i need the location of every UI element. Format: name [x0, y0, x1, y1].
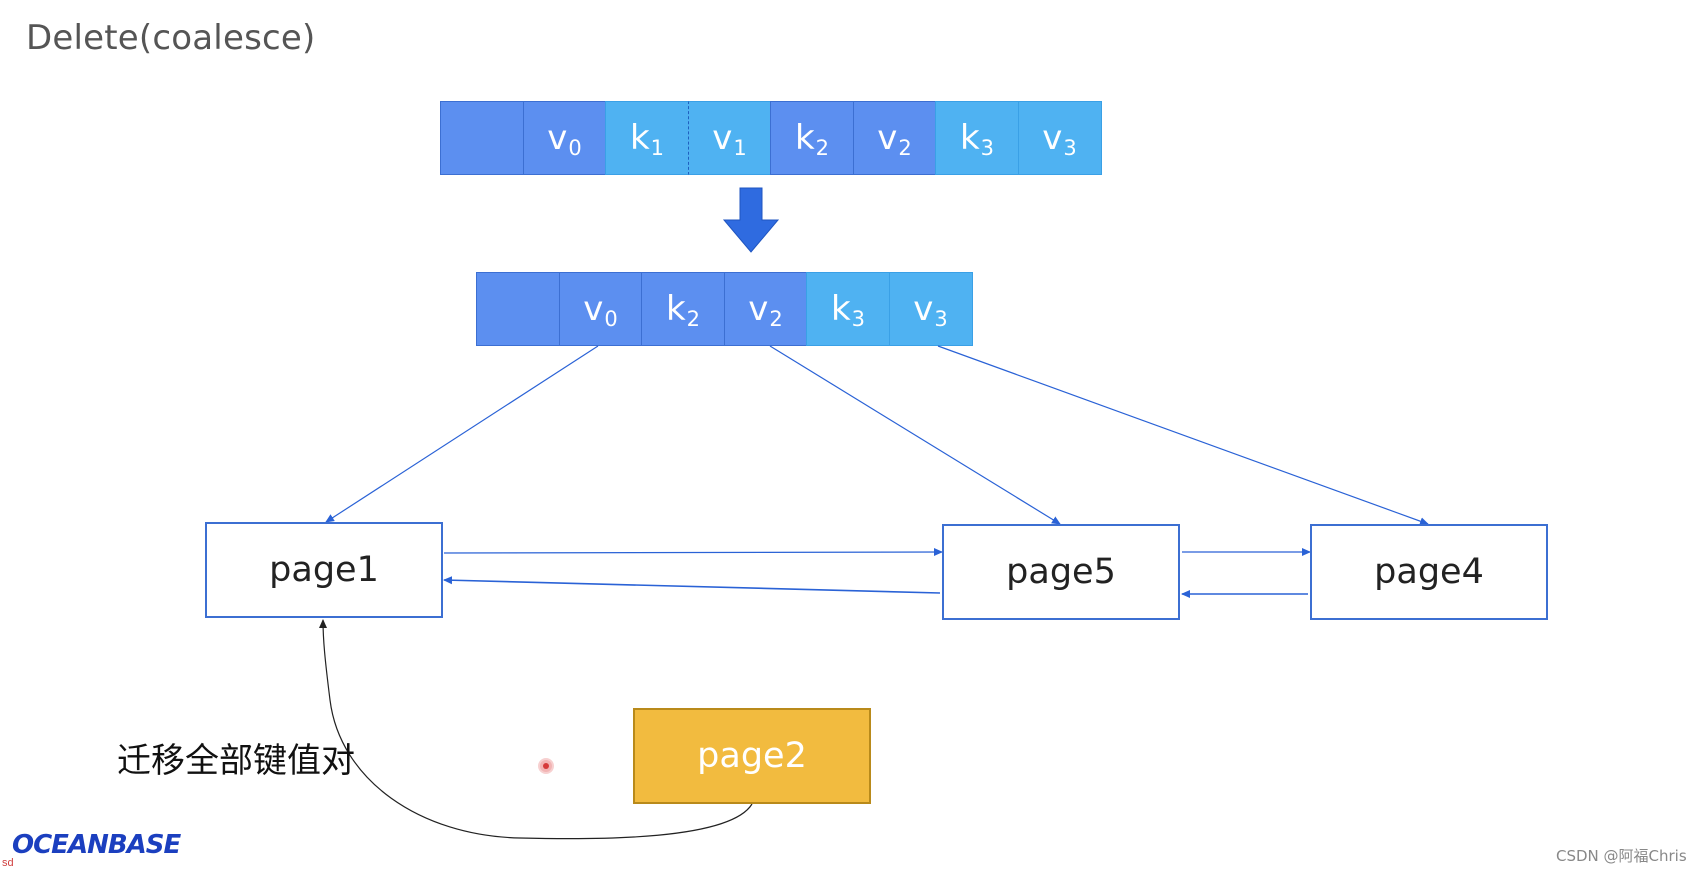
- pointer-v3-to-page4: [937, 345, 1429, 526]
- before-cell-empty: [440, 101, 524, 175]
- cell-symbol: k: [629, 118, 650, 158]
- cell-subscript: 2: [898, 136, 912, 160]
- cell-symbol: v: [547, 118, 568, 158]
- transform-down-arrow: [722, 187, 780, 253]
- cell-subscript: 1: [733, 136, 747, 160]
- link-page5-to-page1: [443, 576, 941, 594]
- cell-subscript: 2: [815, 136, 830, 160]
- oceanbase-logo: OCEANBASE: [12, 830, 181, 860]
- cell-symbol: v: [583, 289, 604, 329]
- cell-subscript: 3: [980, 136, 995, 160]
- after-cell-empty: [476, 272, 560, 346]
- cell-symbol: k: [830, 289, 851, 329]
- cell-symbol: k: [794, 118, 815, 158]
- cell-subscript: 0: [604, 307, 618, 331]
- pointer-v2-to-page5: [769, 345, 1061, 525]
- cell-symbol: k: [665, 289, 686, 329]
- cell-symbol: v: [1042, 118, 1063, 158]
- page-title: Delete(coalesce): [26, 18, 316, 58]
- cell-subscript: 1: [650, 136, 665, 160]
- watermark: CSDN @阿福Chris: [1556, 847, 1687, 865]
- corner-mark: sd: [2, 857, 14, 869]
- migrate-curve-page2-to-page1: [319, 619, 753, 840]
- page2-box: page2: [633, 708, 871, 804]
- cursor-indicator: [540, 760, 552, 772]
- cell-subscript: 2: [686, 307, 701, 331]
- pointer-v0-to-page1: [325, 345, 599, 523]
- migrate-label: 迁移全部键值对: [117, 741, 355, 781]
- cell-symbol: v: [712, 118, 733, 158]
- page4-box: page4: [1310, 524, 1548, 620]
- cell-symbol: v: [913, 289, 934, 329]
- cell-subscript: 0: [568, 136, 582, 160]
- cell-subscript: 3: [851, 307, 866, 331]
- cell-subscript: 2: [769, 307, 783, 331]
- link-page1-to-page5: [443, 548, 943, 557]
- cell-subscript: 3: [1063, 136, 1077, 160]
- cell-symbol: v: [877, 118, 898, 158]
- cell-symbol: k: [959, 118, 980, 158]
- page1-box: page1: [205, 522, 443, 618]
- cell-symbol: v: [748, 289, 769, 329]
- page5-box: page5: [942, 524, 1180, 620]
- cell-subscript: 3: [934, 307, 948, 331]
